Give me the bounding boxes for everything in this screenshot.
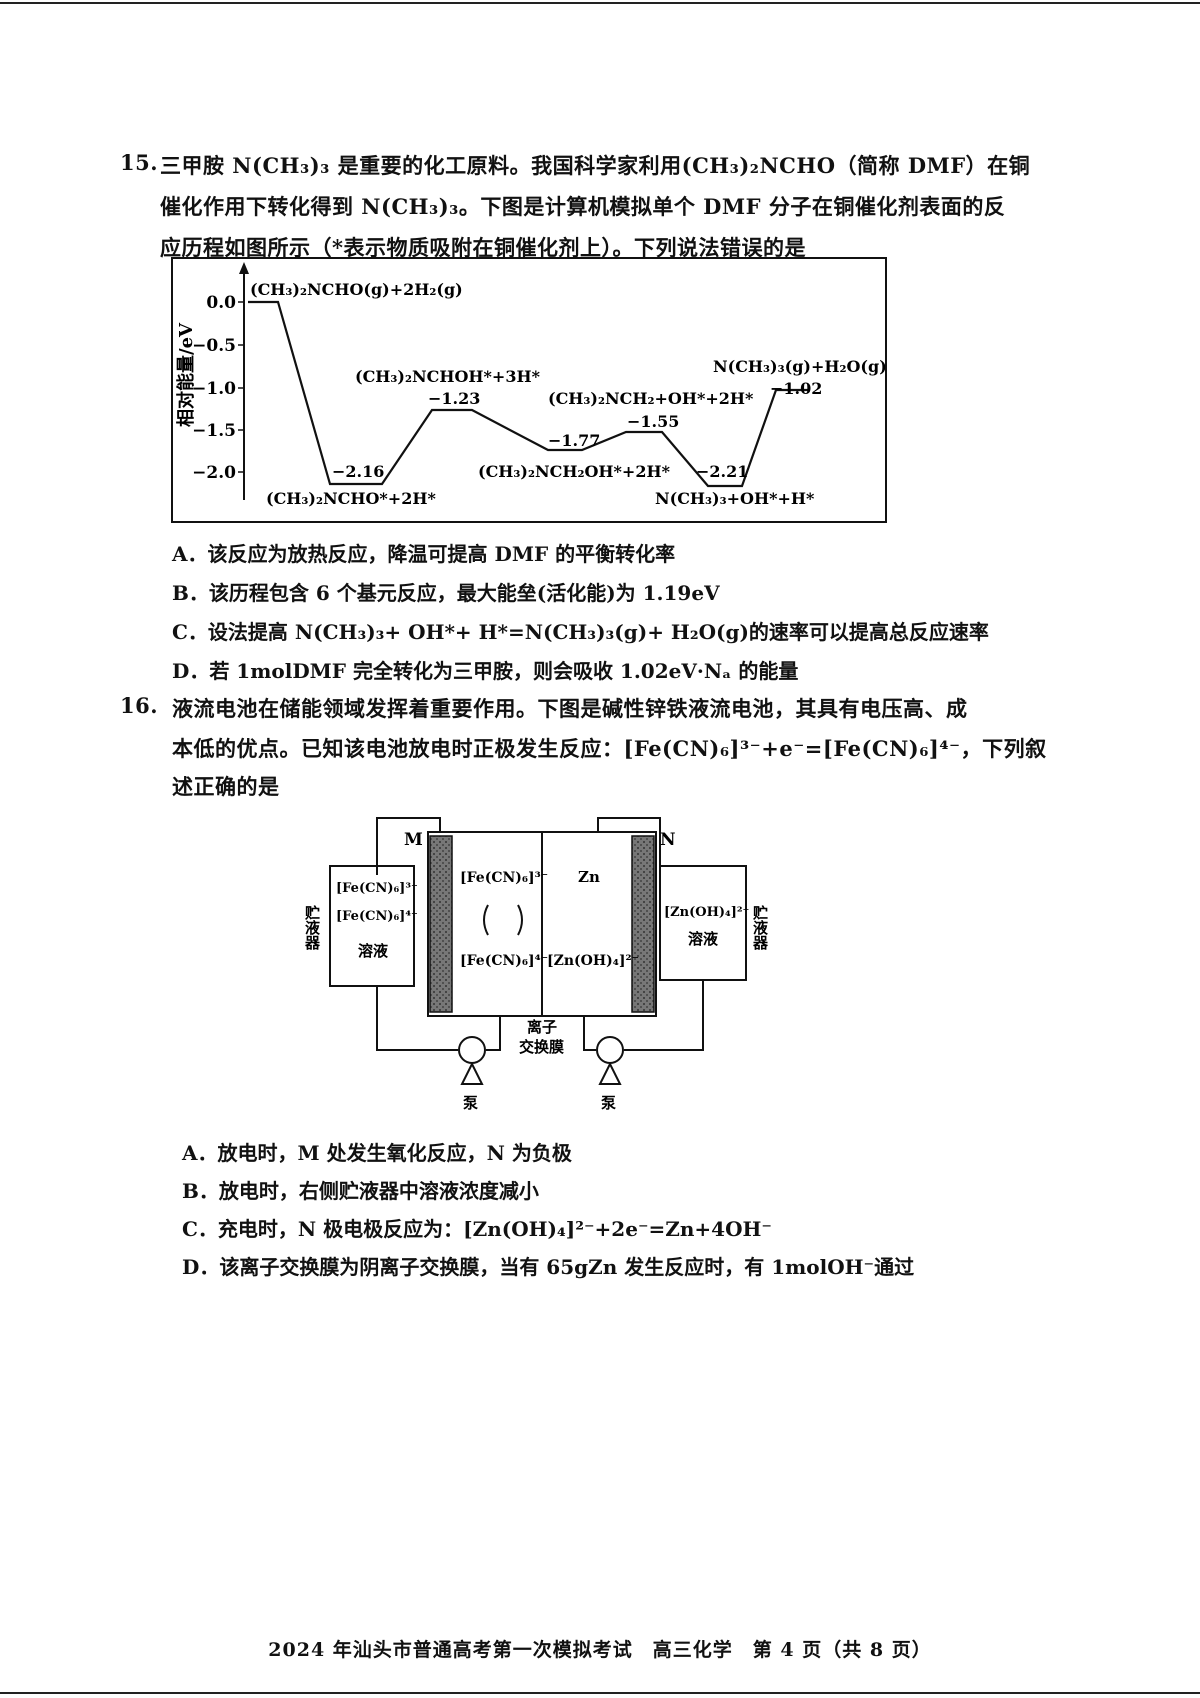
electrode-m-label: M — [404, 830, 423, 850]
cell-arrow-left-paren — [483, 904, 489, 936]
right-pump-base — [598, 1061, 622, 1085]
species-label-3: (CH₃)₂NCH₂OH*+2H* — [478, 462, 671, 481]
left-tank-label: 贮液器 — [303, 904, 321, 951]
left-top-wire — [376, 817, 441, 875]
species-label-4: (CH₃)₂NCH₂+OH*+2H* — [548, 389, 754, 408]
right-tank — [659, 865, 747, 981]
right-tank-solution: 溶液 — [688, 930, 719, 948]
q16-option-b: B．放电时，右侧贮液器中溶液浓度减小 — [182, 1179, 539, 1203]
right-pump — [596, 1036, 624, 1064]
species-label-6: N(CH₃)₃(g)+H₂O(g) — [713, 357, 887, 376]
y-tick-0: 0.0 — [206, 293, 236, 313]
membrane-label-line2: 交换膜 — [519, 1038, 564, 1056]
q16-option-c: C．充电时，N 极电极反应为：[Zn(OH)₄]²⁻+2e⁻=Zn+4OH⁻ — [182, 1217, 772, 1241]
left-tank-fe4: [Fe(CN)₆]⁴⁻ — [336, 909, 418, 924]
right-pump-label: 泵 — [601, 1094, 616, 1112]
value-label-4: −2.21 — [696, 462, 748, 481]
right-tank-label: 贮液器 — [751, 904, 769, 951]
top-rule — [0, 2, 1200, 4]
left-pump-to-cell — [486, 1016, 501, 1051]
q15-stem-line2: 催化作用下转化得到 N(CH₃)₃。下图是计算机模拟单个 DMF 分子在铜催化剂… — [160, 194, 1006, 219]
electrode-m — [429, 835, 453, 1013]
bottom-rule — [0, 1692, 1200, 1694]
y-axis-label: 相对能量/eV — [175, 322, 197, 427]
membrane-label-line1: 离子 — [527, 1018, 557, 1036]
q15-stem-line1: 三甲胺 N(CH₃)₃ 是重要的化工原料。我国科学家利用(CH₃)₂NCHO（简… — [160, 153, 1031, 178]
left-tank-fe3: [Fe(CN)₆]³⁻ — [336, 881, 418, 896]
cell-znoh-label: [Zn(OH)₄]²⁻ — [547, 953, 639, 969]
left-tank — [329, 865, 415, 987]
cell-fe4-label: [Fe(CN)₆]⁴⁻ — [460, 953, 548, 969]
reaction-pathway-line — [248, 300, 810, 488]
q15-option-c: C．设法提高 N(CH₃)₃+ OH*+ H*=N(CH₃)₃(g)+ H₂O(… — [172, 620, 989, 644]
left-pump — [458, 1036, 486, 1064]
y-tick-3: −1.5 — [192, 421, 236, 441]
species-label-2: (CH₃)₂NCHOH*+3H* — [355, 367, 541, 386]
left-pump-label: 泵 — [463, 1094, 478, 1112]
value-label-1: −1.23 — [428, 389, 480, 408]
cell-fe3-label: [Fe(CN)₆]³⁻ — [460, 870, 548, 886]
y-tick-4: −2.0 — [192, 463, 236, 483]
right-top-wire — [597, 817, 661, 870]
q16-option-d: D．该离子交换膜为阴离子交换膜，当有 65gZn 发生反应时，有 1molOH⁻… — [182, 1255, 915, 1279]
q16-stem-line2: 本低的优点。已知该电池放电时正极发生反应：[Fe(CN)₆]³⁻+e⁻=[Fe(… — [172, 736, 1047, 761]
page-footer: 2024 年汕头市普通高考第一次模拟考试 高三化学 第 4 页（共 8 页） — [268, 1639, 932, 1661]
cell-arrow-right-paren — [517, 904, 523, 936]
y-axis-arrow — [239, 262, 249, 274]
electrode-n — [631, 835, 655, 1013]
value-label-3: −1.55 — [627, 412, 679, 431]
q15-number: 15. — [120, 150, 159, 175]
q16-option-a: A．放电时，M 处发生氧化反应，N 为负极 — [182, 1141, 572, 1165]
q15-option-a: A．该反应为放热反应，降温可提高 DMF 的平衡转化率 — [172, 542, 676, 566]
left-bottom-pipe — [376, 986, 458, 1051]
value-label-5: −1.02 — [770, 379, 822, 398]
right-bottom-pipe — [624, 980, 704, 1051]
electrode-n-label: N — [660, 830, 676, 850]
q15-stem-line3: 应历程如图所示（*表示物质吸附在铜催化剂上）。下列说法错误的是 — [160, 235, 806, 260]
cell-zn-label: Zn — [578, 868, 600, 886]
y-tick-2: −1.0 — [192, 379, 236, 399]
q16-number: 16. — [120, 693, 159, 718]
y-tick-1: −0.5 — [192, 336, 236, 356]
left-pump-base — [460, 1061, 484, 1085]
right-tank-znoh: [Zn(OH)₄]²⁻ — [664, 905, 749, 920]
q16-stem-line1: 液流电池在储能领域发挥着重要作用。下图是碱性锌铁液流电池，其具有电压高、成 — [172, 696, 968, 721]
q15-option-d: D．若 1molDMF 完全转化为三甲胺，则会吸收 1.02eV·Nₐ 的能量 — [172, 659, 799, 683]
q15-option-b: B．该历程包含 6 个基元反应，最大能垒(活化能)为 1.19eV — [172, 581, 720, 605]
species-label-0: (CH₃)₂NCHO(g)+2H₂(g) — [250, 280, 463, 299]
species-label-1: (CH₃)₂NCHO*+2H* — [266, 489, 436, 508]
right-pump-to-cell — [583, 1016, 596, 1051]
q16-stem-line3: 述正确的是 — [172, 774, 280, 799]
value-label-2: −1.77 — [548, 431, 600, 450]
value-label-0: −2.16 — [332, 462, 384, 481]
species-label-5: N(CH₃)₃+OH*+H* — [655, 489, 815, 508]
figure-frame — [171, 257, 887, 523]
left-tank-solution: 溶液 — [358, 942, 389, 960]
